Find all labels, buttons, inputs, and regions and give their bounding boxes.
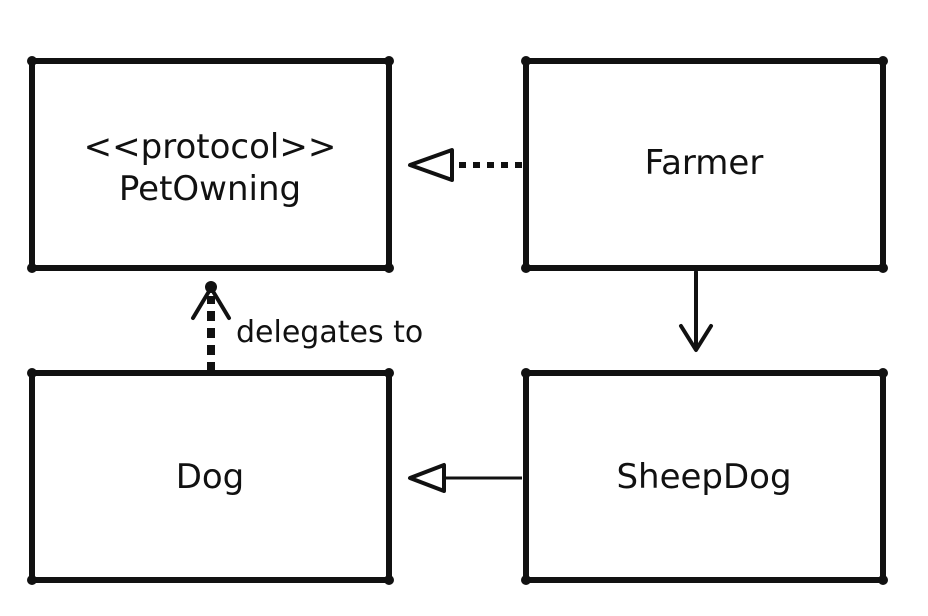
node-farmer-name: Farmer — [645, 143, 764, 183]
node-petowning[interactable]: <<protocol>> PetOwning — [27, 56, 394, 273]
node-dog-corner-br — [384, 575, 394, 585]
node-petowning-corner-tl — [27, 56, 37, 66]
edge-farmer-sheepdog — [679, 270, 713, 352]
node-petowning-name: PetOwning — [119, 169, 301, 209]
node-farmer-corner-tl — [521, 56, 531, 66]
node-sheepdog[interactable]: SheepDog — [521, 368, 888, 585]
node-dog-corner-tr — [384, 368, 394, 378]
hollow-triangle-arrowhead-icon — [408, 148, 454, 182]
node-dog-corner-tl — [27, 368, 37, 378]
node-sheepdog-name: SheepDog — [616, 457, 791, 497]
node-dog-box — [29, 370, 392, 583]
node-farmer-corner-br — [878, 263, 888, 273]
edge-dog-petowning-label: delegates to — [236, 315, 423, 350]
edge-sheepdog-inherits-dog — [408, 463, 522, 493]
node-farmer-corner-bl — [521, 263, 531, 273]
node-sheepdog-corner-br — [878, 575, 888, 585]
node-dog[interactable]: Dog — [27, 368, 394, 585]
node-sheepdog-corner-tl — [521, 368, 531, 378]
node-petowning-corner-tr — [384, 56, 394, 66]
open-arrowhead-icon — [679, 324, 713, 352]
edge-dog-delegates-petowning: delegates to — [191, 281, 423, 372]
edge-farmer-realizes-petowning — [408, 148, 522, 182]
node-petowning-corner-br — [384, 263, 394, 273]
node-petowning-stereotype: <<protocol>> — [84, 127, 337, 167]
node-petowning-box — [29, 58, 392, 271]
hollow-triangle-arrowhead-icon — [408, 463, 446, 493]
node-farmer-box — [523, 58, 886, 271]
node-sheepdog-corner-bl — [521, 575, 531, 585]
arrow-tip-dot — [205, 281, 217, 293]
node-dog-corner-bl — [27, 575, 37, 585]
node-farmer[interactable]: Farmer — [521, 56, 888, 273]
node-farmer-corner-tr — [878, 56, 888, 66]
node-sheepdog-box — [523, 370, 886, 583]
node-petowning-corner-bl — [27, 263, 37, 273]
node-sheepdog-corner-tr — [878, 368, 888, 378]
node-dog-name: Dog — [176, 457, 245, 497]
